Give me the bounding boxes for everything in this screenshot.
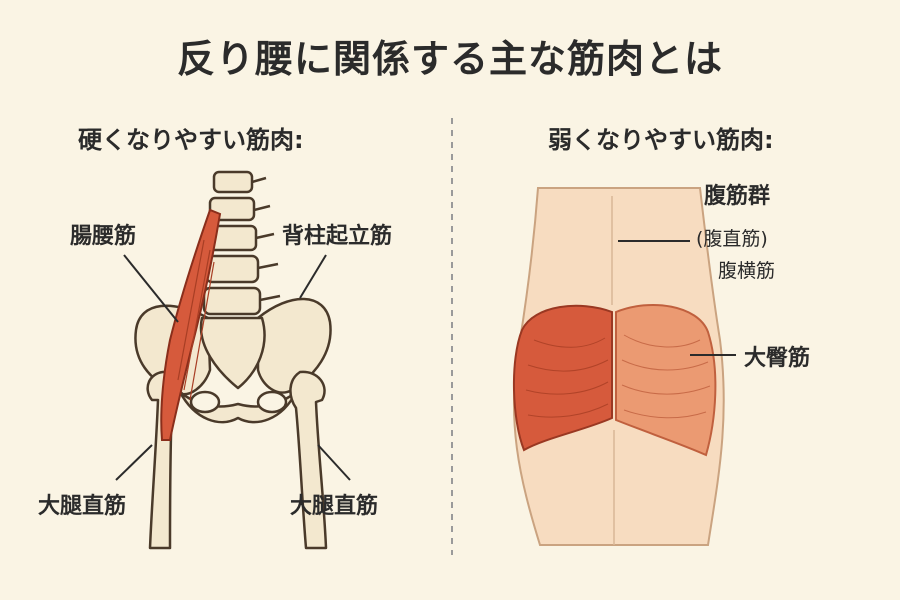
left-heading: 硬くなりやすい筋肉: — [78, 126, 304, 154]
label-transversus: 腹横筋 — [718, 260, 776, 282]
label-erector-spinae: 背柱起立筋 — [282, 224, 393, 249]
label-gluteus-maximus: 大臀筋 — [744, 346, 811, 371]
iliopsoas-muscle — [160, 208, 222, 441]
label-iliopsoas: 腸腰筋 — [70, 224, 137, 249]
lumbar-spine — [202, 170, 281, 316]
ilium-right — [256, 297, 332, 394]
page-title: 反り腰に関係する主な筋肉とは — [176, 37, 723, 81]
label-rectus-abdominis: (腹直筋) — [696, 228, 768, 250]
label-rectus-femoris-left: 大腿直筋 — [38, 494, 127, 519]
label-rectus-femoris-right: 大腿直筋 — [290, 494, 379, 519]
right-heading: 弱くなりやすい筋肉: — [548, 126, 774, 154]
label-abdominals: 腹筋群 — [704, 184, 771, 209]
femur-right — [289, 370, 328, 550]
torso-illustration — [512, 187, 725, 546]
sacrum — [199, 316, 266, 390]
